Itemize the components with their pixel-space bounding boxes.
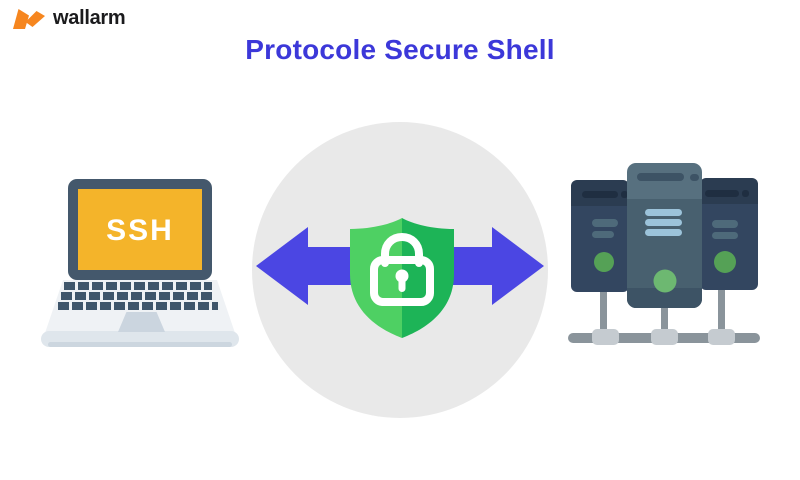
wallarm-logo-text: wallarm: [53, 6, 126, 29]
network-nodes: [592, 329, 735, 345]
wallarm-logo: wallarm: [12, 6, 126, 30]
laptop-base-shadow: [48, 342, 232, 347]
shield-lock-icon: [350, 218, 454, 338]
keyhole-stem: [398, 276, 406, 292]
padlock-icon: [370, 232, 434, 306]
keyboard-row: [58, 302, 218, 310]
status-light: [594, 252, 614, 272]
server-tower-center: [627, 163, 702, 308]
server-cluster-icon: [568, 163, 760, 345]
page-title: Protocole Secure Shell: [245, 34, 555, 65]
keyboard-row: [64, 282, 212, 290]
status-light: [714, 251, 736, 273]
ssh-label: SSH: [106, 214, 174, 247]
laptop-screen: [78, 189, 202, 270]
status-light: [653, 269, 677, 293]
server-tower-right: [700, 178, 758, 290]
keyboard-row: [61, 292, 215, 300]
wallarm-logo-icon: [13, 9, 45, 29]
trackpad: [118, 312, 165, 332]
server-tower-left: [571, 180, 629, 292]
